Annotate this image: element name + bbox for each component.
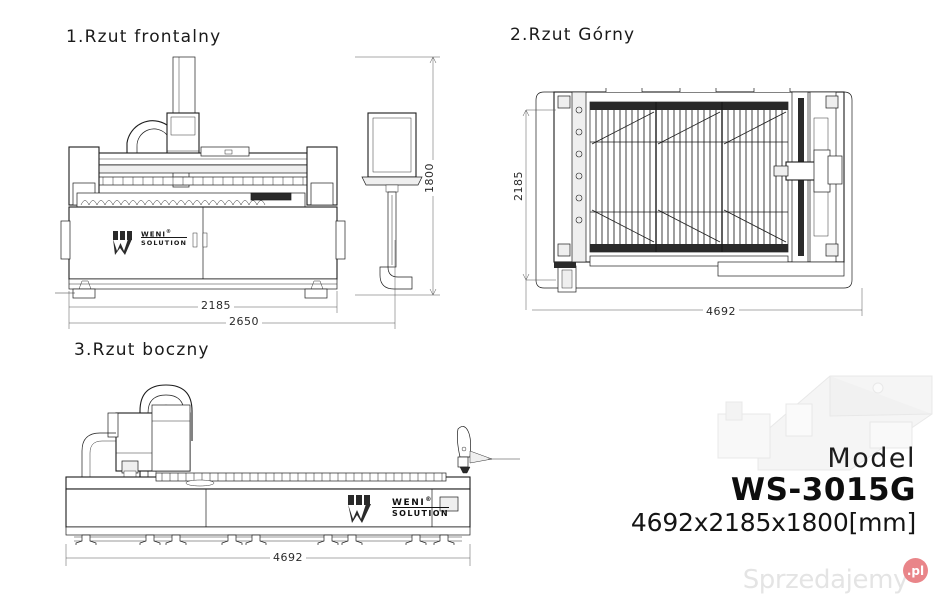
brand-logo-front [113,231,132,255]
view-title-top: 2.Rzut Górny [510,25,636,45]
front-base-frame [55,278,338,299]
brand-logo-side [348,495,371,523]
front-view-drawing [55,56,346,299]
model-label: Model [827,443,916,474]
dim-top-depth: 2185 [512,168,525,204]
view-title-side: 3.Rzut boczny [74,340,210,360]
top-handles [605,88,791,92]
brand-name-front: WENI® [141,229,172,239]
model-info-block: Model WS-3015G 4692x2185x1800[mm] [630,443,916,538]
brand-sub-front: SOLUTION [141,237,188,247]
side-base-rail [65,526,471,545]
view-title-front: 1.Rzut frontalny [66,27,222,47]
side-machine-body [65,488,471,528]
dim-front-height: 1800 [423,160,436,196]
side-view-dimensions [65,544,471,566]
side-view-drawing [65,384,520,545]
top-view-dimensions [522,109,863,316]
brand-name-side: WENI® [392,496,433,508]
model-name: WS-3015G [730,472,916,509]
model-dimensions: 4692x2185x1800[mm] [630,507,916,537]
side-head-tower [81,404,191,478]
side-cutting-head [456,426,520,474]
watermark-text: Sprzedajemy [742,565,909,595]
brand-sub-side: SOLUTION [392,507,450,518]
front-view-dimensions [68,56,440,329]
watermark-badge: .pl [903,558,928,583]
dim-front-inner-width: 2185 [198,299,234,312]
top-view-drawing [535,88,853,293]
front-control-panel [361,112,423,290]
dim-top-length: 4692 [703,305,739,318]
front-cable-chain [126,120,168,165]
front-slat-bed [76,192,306,208]
product-photo-ghost [717,375,933,471]
top-gantry-carriage [773,91,843,263]
dim-front-outer-width: 2650 [226,315,262,328]
dim-side-length: 4692 [270,551,306,564]
watermark: Sprzedajemy .pl [742,558,928,595]
